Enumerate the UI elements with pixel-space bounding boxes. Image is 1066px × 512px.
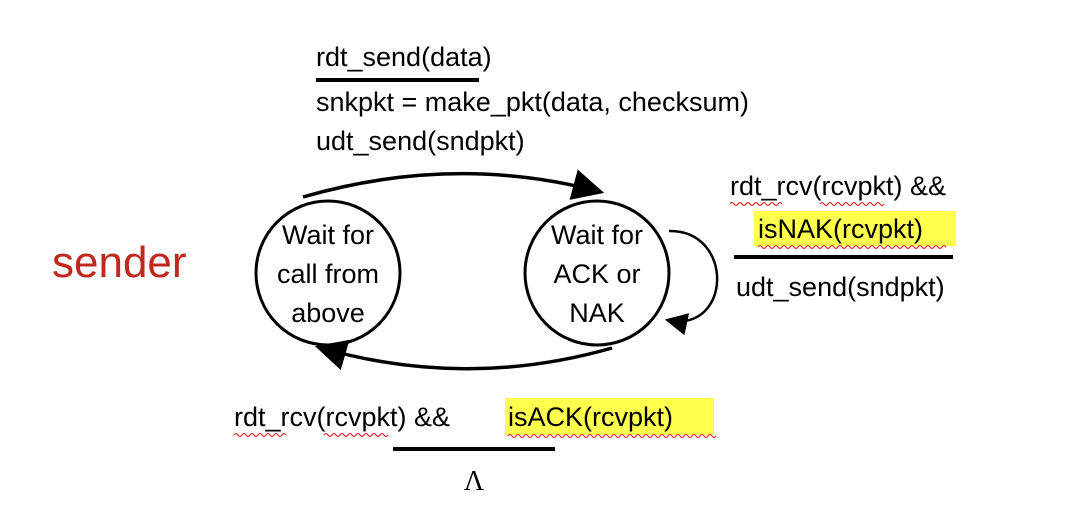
- sender-label: sender: [52, 238, 187, 287]
- state-label-line: call from: [277, 259, 379, 289]
- ack-transition-label: rdt_rcv(rcvpkt) && isACK(rcvpkt) Λ: [233, 398, 717, 497]
- spellcheck-underline: [233, 432, 287, 438]
- spellcheck-underline: [323, 432, 389, 438]
- highlight-marker: [505, 398, 714, 435]
- state-wait-for-call: Wait for call from above: [254, 199, 402, 347]
- nak-action: udt_send(sndpkt): [736, 272, 945, 302]
- nak-transition-label: rdt_rcv(rcvpkt) && isNAK(rcvpkt) udt_sen…: [729, 171, 956, 302]
- ack-event-prefix: rdt_rcv(rcvpkt) &&: [234, 402, 450, 432]
- state-label-line: above: [291, 298, 365, 328]
- state-label-line: ACK or: [553, 259, 640, 289]
- ack-action-lambda: Λ: [464, 466, 485, 497]
- ack-transition-arrow: [314, 339, 613, 371]
- send-action: snkpkt = make_pkt(data, checksum): [316, 87, 749, 117]
- nak-self-loop-arrow: [664, 229, 719, 336]
- nak-event-prefix: rdt_rcv(rcvpkt) &&: [730, 171, 946, 201]
- state-label-line: NAK: [569, 298, 625, 328]
- state-circle: [523, 199, 671, 347]
- spellcheck-underline: [507, 433, 717, 439]
- spellcheck-underline: [819, 201, 885, 207]
- send-event: rdt_send(data): [316, 42, 492, 72]
- spellcheck-underline: [729, 201, 783, 207]
- send-transition-arrow: [302, 169, 605, 200]
- nak-event-condition: isNAK(rcvpkt): [758, 214, 923, 244]
- send-transition-label: rdt_send(data) snkpkt = make_pkt(data, c…: [316, 42, 749, 156]
- state-label-line: Wait for: [282, 220, 374, 250]
- highlight-marker: [754, 211, 956, 246]
- spellcheck-underline: [757, 244, 947, 250]
- ack-event-condition: isACK(rcvpkt): [508, 402, 673, 432]
- state-label-line: Wait for: [551, 220, 643, 250]
- send-action: udt_send(sndpkt): [316, 126, 525, 156]
- state-wait-for-ack: Wait for ACK or NAK: [523, 199, 671, 347]
